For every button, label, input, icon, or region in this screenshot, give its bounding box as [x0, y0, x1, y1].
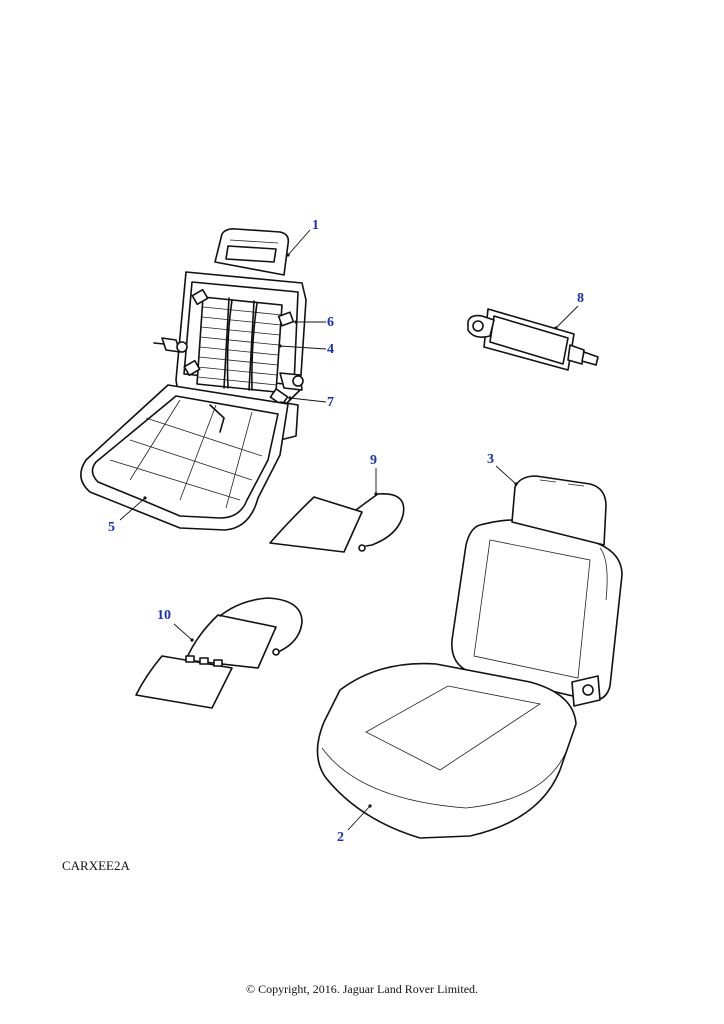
callout-2: 2: [337, 830, 344, 845]
heater-pad-10-drawing: [135, 597, 303, 709]
callout-7: 7: [327, 395, 334, 410]
callout-9: 9: [370, 453, 377, 468]
callout-10: 10: [157, 608, 171, 623]
seat-frame-drawing: [80, 228, 307, 531]
lumbar-panel: [196, 296, 283, 393]
leader-lines: [119, 229, 579, 831]
copyright-notice: © Copyright, 2016. Jaguar Land Rover Lim…: [245, 982, 479, 996]
seat-cushion-frame: [80, 384, 289, 531]
callout-3: 3: [487, 452, 494, 467]
seat-assembly-drawing: [316, 475, 623, 839]
callout-5: 5: [108, 520, 115, 535]
lumbar-bellows-drawing: [467, 308, 599, 371]
callout-4: 4: [327, 342, 334, 357]
heater-pad-9-drawing: [269, 493, 405, 553]
callout-6: 6: [327, 315, 334, 330]
diagram-reference-code: CARXEE2A: [62, 858, 130, 873]
callout-1: 1: [312, 218, 319, 233]
callout-8: 8: [577, 291, 584, 306]
